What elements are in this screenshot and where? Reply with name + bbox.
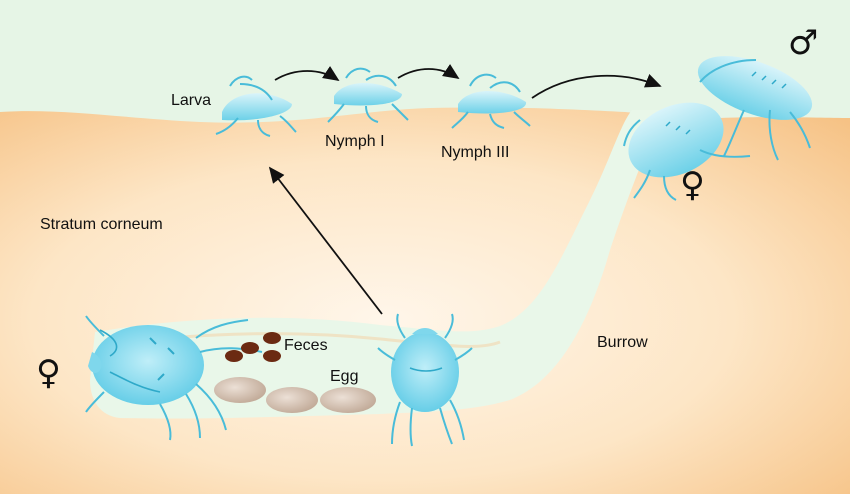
label-nymph-3: Nymph III	[441, 144, 510, 161]
label-burrow: Burrow	[597, 334, 648, 351]
female-symbol-burrow: ♀	[36, 353, 61, 393]
arrow-larva-to-nymph1	[274, 66, 340, 81]
larva-mite	[215, 75, 297, 137]
female-symbol-adult: ♀	[680, 165, 705, 205]
burrowing-female-mite	[377, 313, 473, 447]
arrow-nymph1-to-nymph3	[397, 64, 460, 79]
label-feces: Feces	[284, 337, 328, 354]
stratum-corneum-layer	[0, 107, 850, 494]
eggs	[214, 377, 376, 413]
hatch-arrow	[268, 166, 383, 315]
burrow-tunnel	[90, 110, 665, 419]
label-egg: Egg	[330, 368, 359, 385]
female-mite-in-burrow	[85, 315, 263, 441]
nymph-1-mite	[327, 67, 409, 123]
mating-adult-mites	[623, 56, 813, 201]
label-stratum-corneum: Stratum corneum	[40, 216, 163, 233]
label-nymph-1: Nymph I	[325, 133, 385, 150]
nymph-3-mite	[451, 73, 531, 129]
feces-pellets	[225, 332, 281, 362]
male-symbol: ♂	[788, 23, 819, 63]
label-larva: Larva	[171, 92, 212, 109]
arrow-nymph3-to-adults	[531, 73, 662, 99]
